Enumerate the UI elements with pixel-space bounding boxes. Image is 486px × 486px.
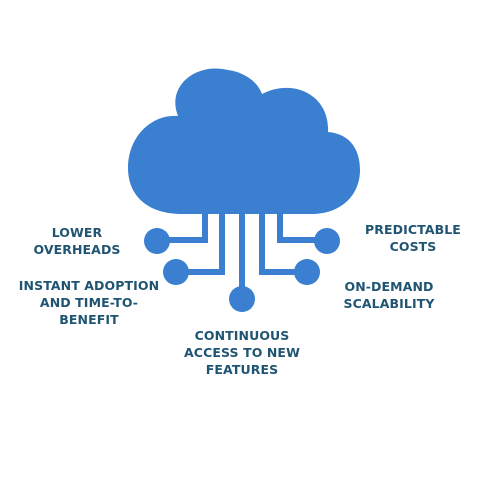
- label-lower-overheads: LOWER OVERHEADS: [33, 225, 121, 257]
- node-instant-adoption: [163, 259, 189, 285]
- circuit-line-lower-overheads: [157, 212, 208, 243]
- cloud-icon: [128, 68, 360, 214]
- label-continuous-access: CONTINUOUS ACCESS TO NEW FEATURES: [184, 328, 300, 377]
- node-on-demand: [294, 259, 320, 285]
- circuit-line-instant-adoption: [176, 212, 225, 275]
- circuit-line-on-demand: [259, 212, 306, 275]
- circuit-lines: [157, 212, 326, 298]
- node-lower-overheads: [144, 228, 170, 254]
- circuit-nodes: [144, 228, 340, 312]
- circuit-line-predictable-costs: [277, 212, 326, 243]
- label-predictable-costs: PREDICTABLE COSTS: [365, 222, 461, 254]
- node-predictable-costs: [314, 228, 340, 254]
- node-continuous-access: [229, 286, 255, 312]
- cloud-shape: [128, 68, 360, 214]
- label-instant-adoption: INSTANT ADOPTION AND TIME-TO- BENEFIT: [18, 278, 160, 327]
- label-on-demand-scalability: ON-DEMAND SCALABILITY: [343, 279, 435, 311]
